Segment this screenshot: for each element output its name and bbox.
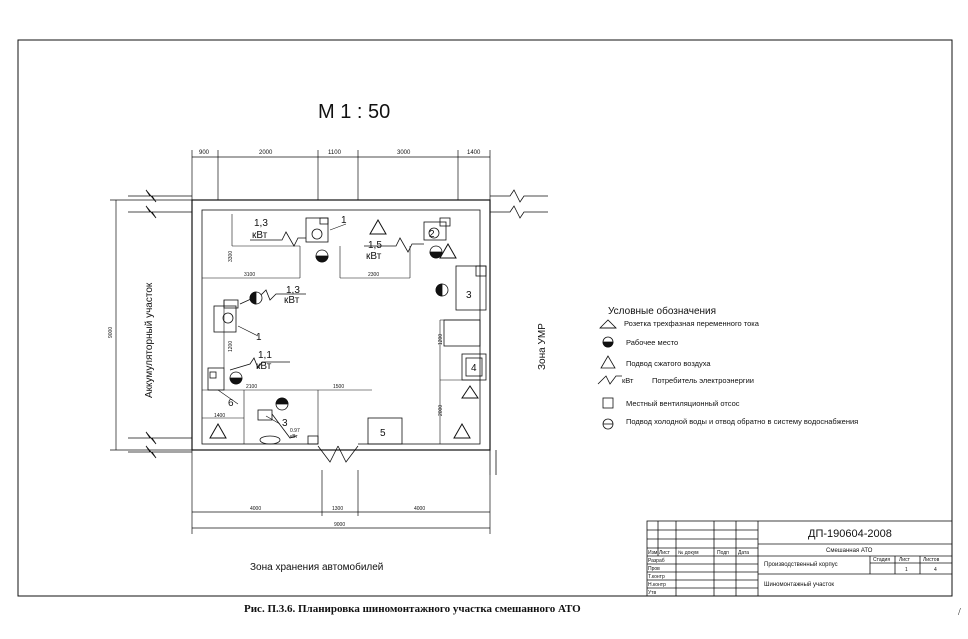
zone-battery: Аккумуляторный участок: [144, 282, 155, 398]
tb-row-utv: Утв: [648, 590, 656, 596]
tb-row-nkontr: Н.контр: [648, 582, 666, 588]
equip-num-6: 6: [228, 398, 234, 409]
equipment: [207, 217, 487, 445]
power-unit-2: кВт: [366, 251, 382, 262]
section-name: Шиномонтажный участок: [764, 581, 834, 588]
workplace-icons: [229, 245, 449, 411]
power-value-2: 1,5: [368, 240, 382, 251]
power-consumer-icon: [597, 375, 622, 385]
equip-num-3: 3: [466, 290, 472, 301]
power-value-3: 1,3: [286, 285, 300, 296]
dim-bottom-2: 1300: [332, 506, 343, 512]
doc-code: ДП-190604-2008: [808, 528, 892, 540]
socket-icon: [599, 319, 617, 329]
legend-text-1: Розетка трехфазная переменного тока: [624, 319, 760, 328]
leader-lines: [217, 223, 347, 425]
workplace-icon: [602, 336, 614, 348]
dim-inner-8: 1200: [228, 341, 234, 352]
sheet-number: 1: [905, 567, 908, 573]
dim-inner-2: 2300: [368, 272, 379, 278]
tb-row-sign: Подп: [717, 550, 729, 556]
top-dimensions: [191, 150, 491, 200]
dim-left: 9000: [108, 327, 114, 338]
dim-top-4: 3000: [397, 150, 411, 156]
legend-text-3: Подвод сжатого воздуха: [626, 359, 711, 368]
bottom-dimensions: [191, 450, 491, 534]
tb-row-razrab: Разраб: [648, 558, 665, 564]
tb-row-izm: Изм: [648, 550, 658, 556]
dim-inner-4: 2100: [246, 384, 257, 390]
org-name: Смешанная АТО: [826, 548, 873, 554]
left-dimension: [110, 199, 192, 451]
dim-inner-6: 1400: [214, 413, 225, 419]
power-unit-3: кВт: [284, 295, 300, 306]
equip-num-1b: 1: [256, 332, 262, 343]
zone-umr: Зона УМР: [537, 323, 548, 370]
power-unit-1: кВт: [252, 230, 268, 241]
tb-row-date: Дата: [738, 550, 749, 556]
power-value-1: 1,3: [254, 218, 268, 229]
sheets-total: 4: [934, 567, 937, 573]
dim-top-3: 1100: [328, 150, 342, 156]
power-value-5: 0.97: [290, 428, 300, 434]
equip-num-4: 4: [471, 363, 477, 374]
equip-num-2: 2: [429, 229, 435, 240]
dim-top-2: 2000: [259, 150, 273, 156]
tb-row-list: Лист: [659, 550, 671, 556]
scale-label: М 1 : 50: [318, 101, 390, 123]
walls: [128, 189, 548, 475]
tb-row-prov: Пров: [648, 566, 660, 572]
equip-num-1: 1: [341, 215, 347, 226]
dim-inner-3: 3300: [228, 251, 234, 262]
zone-storage: Зона хранения автомобилей: [250, 561, 383, 573]
figure-caption: Рис. П.3.6. Планировка шиномонтажного уч…: [244, 603, 581, 615]
sheet-header: Лист: [899, 557, 911, 563]
dim-bottom-3: 4000: [414, 506, 425, 512]
air-supply-icon: [600, 355, 616, 369]
water-icon: [602, 418, 614, 430]
dim-inner-1: 3100: [244, 272, 255, 278]
sheets-header: Листов: [923, 557, 940, 563]
dim-top-1: 900: [199, 150, 210, 156]
equip-num-5: 5: [380, 428, 386, 439]
legend-text-5: Местный вентиляционный отсос: [626, 399, 740, 408]
dim-top-5: 1400: [467, 150, 481, 156]
legend-text-2: Рабочее место: [626, 338, 678, 347]
tb-row-doc: № докум: [678, 550, 699, 556]
legend-icons: [597, 319, 622, 430]
dim-inner-7: 1200: [438, 334, 444, 345]
dim-inner-5: 1500: [333, 384, 344, 390]
legend-text-4: Потребитель электроэнергии: [652, 376, 754, 385]
stage-header: Стадия: [873, 557, 890, 563]
legend-prefix-4: кВт: [622, 376, 634, 385]
ventilation-icon: [602, 397, 614, 409]
power-unit-5: кВт: [290, 434, 298, 440]
building-name: Производственный корпус: [764, 561, 838, 568]
air-supply-icons: [209, 218, 479, 439]
legend-text-6: Подвод холодной воды и отвод обратно в с…: [626, 417, 859, 426]
equip-num-3b: 3: [282, 418, 288, 429]
dim-bottom-1: 4000: [250, 506, 261, 512]
corner-mark: /: [958, 607, 961, 618]
legend-title: Условные обозначения: [608, 305, 716, 317]
power-value-4: 1,1: [258, 350, 272, 361]
dim-inner-9: 2000: [438, 405, 444, 416]
title-block: [646, 520, 953, 597]
power-unit-4: кВт: [256, 361, 272, 372]
dim-bottom-total: 9000: [334, 522, 345, 528]
tb-row-tkontr: Т.контр: [648, 574, 665, 580]
drawing-frame: [17, 39, 953, 597]
